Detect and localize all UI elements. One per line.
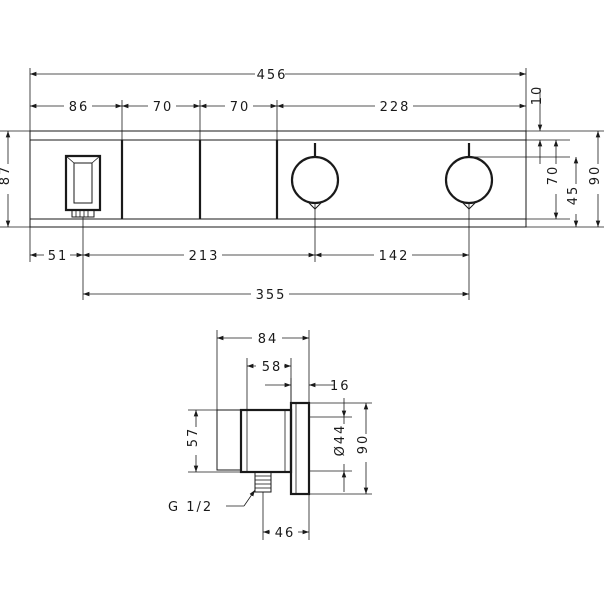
dim-overall-height: 90 (588, 165, 603, 186)
dim-knob-height: 45 (566, 185, 581, 206)
dim-body-height: 57 (186, 427, 201, 448)
dim-panel-height: 70 (546, 165, 561, 186)
dim-top-offset: 10 (530, 85, 545, 106)
dim-seg-3: 70 (230, 100, 251, 115)
dim-height-total: 87 (0, 165, 13, 186)
dim-outlet-to-knob: 355 (256, 288, 287, 303)
thread-outlet-icon (254, 471, 272, 493)
dim-overall-width: 456 (257, 68, 288, 83)
knob-left-icon (290, 143, 340, 210)
dim-bottom-mid: 213 (189, 249, 220, 264)
mounting-plate (289, 401, 311, 496)
thread-label: G 1/2 (168, 500, 213, 515)
dim-thread-offset: 46 (275, 526, 296, 541)
dim-depth-body: 58 (262, 360, 283, 375)
dim-knob-diameter: Ø44 (333, 424, 348, 457)
front-plate-outline (29, 130, 527, 228)
dim-bottom-right: 142 (379, 249, 410, 264)
front-view: 456 86 70 70 228 87 10 70 (0, 66, 605, 303)
body-block (239, 408, 293, 474)
dim-depth-total: 84 (258, 332, 279, 347)
dim-seg-4: 228 (380, 100, 411, 115)
dim-seg-1: 86 (69, 100, 90, 115)
side-view: 84 58 16 57 Ø44 90 G 1/2 (168, 330, 373, 541)
body-outline (216, 409, 242, 471)
dim-plate-depth: 16 (330, 379, 351, 394)
hose-outlet-icon (64, 154, 102, 218)
knob-right-icon (444, 143, 494, 210)
dim-bottom-left: 51 (48, 249, 69, 264)
dim-seg-2: 70 (153, 100, 174, 115)
dim-plate-height: 90 (356, 434, 371, 455)
